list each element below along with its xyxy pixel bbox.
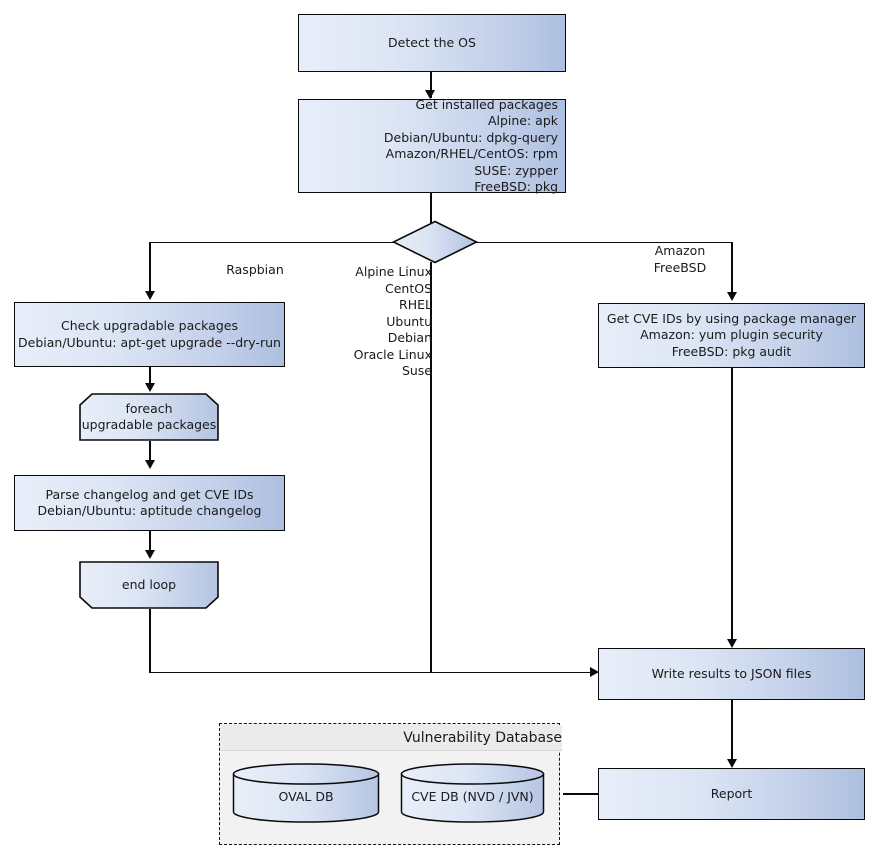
edge-label-raspbian: Raspbian xyxy=(226,262,284,277)
edge-packages-to-decision xyxy=(430,193,432,223)
foreach-shape xyxy=(79,393,219,441)
node-cve-db[interactable]: CVE DB (NVD / JVN) xyxy=(400,763,545,823)
node-report-label: Report xyxy=(710,785,753,801)
edge-foreach-to-parse xyxy=(149,441,151,463)
group-vulnerability-database-header: Vulnerability Database xyxy=(221,725,562,751)
node-os-decision[interactable] xyxy=(391,220,479,264)
node-oval-db[interactable]: OVAL DB xyxy=(232,763,380,823)
edge-parse-to-endloop xyxy=(149,531,151,553)
cve-db-shape xyxy=(400,763,545,823)
node-end-loop-label: end loop xyxy=(121,576,177,592)
edge-endloop-to-write-horizontal xyxy=(149,671,600,674)
edge-decision-left-vertical xyxy=(149,241,151,294)
edge-getcve-to-write xyxy=(731,368,733,642)
edge-decision-right-vertical xyxy=(731,241,733,295)
edge-write-to-report xyxy=(731,700,733,762)
node-write-results[interactable]: Write results to JSON files xyxy=(598,648,865,700)
arrowhead-decision-to-get-cve xyxy=(726,292,737,301)
edge-label-middle-os-list: Alpine Linux CentOS RHEL Ubuntu Debian O… xyxy=(353,264,432,378)
edge-decision-middle-vertical xyxy=(430,262,432,673)
node-cve-db-label: CVE DB (NVD / JVN) xyxy=(411,788,534,804)
node-get-cve-ids[interactable]: Get CVE IDs by using package manager Ama… xyxy=(598,303,865,368)
edge-detect-to-packages xyxy=(430,72,432,98)
end-loop-shape xyxy=(79,561,219,609)
arrowhead-parse-to-endloop xyxy=(144,550,155,559)
arrowhead-check-to-foreach xyxy=(144,383,155,392)
group-vulnerability-database-title: Vulnerability Database xyxy=(403,729,562,746)
edge-check-to-foreach xyxy=(149,367,151,386)
node-check-upgradable-packages[interactable]: Check upgradable packages Debian/Ubuntu:… xyxy=(14,302,285,367)
node-get-cve-ids-label: Get CVE IDs by using package manager Ama… xyxy=(606,310,857,359)
node-check-upgradable-packages-label: Check upgradable packages Debian/Ubuntu:… xyxy=(18,318,281,350)
arrowhead-decision-to-check-upgradable xyxy=(144,291,155,300)
node-write-results-label: Write results to JSON files xyxy=(651,665,812,681)
arrowhead-write-to-report xyxy=(726,759,737,768)
edge-vulndb-to-report xyxy=(563,793,599,795)
edge-endloop-down xyxy=(149,609,151,673)
edge-decision-right-horizontal xyxy=(476,241,733,244)
node-get-installed-packages-label: Get installed packages Alpine: apk Debia… xyxy=(383,96,558,195)
node-detect-os[interactable]: Detect the OS xyxy=(298,14,566,72)
node-end-loop[interactable]: end loop xyxy=(79,561,219,609)
diamond-shape xyxy=(391,220,479,264)
edge-decision-left-horizontal xyxy=(150,241,395,244)
arrowhead-merge-to-write-results xyxy=(590,666,599,677)
node-oval-db-label: OVAL DB xyxy=(278,788,334,804)
edge-label-amazon-freebsd: Amazon FreeBSD xyxy=(653,243,707,275)
node-foreach-loop[interactable]: foreach upgradable packages xyxy=(79,393,219,441)
node-report[interactable]: Report xyxy=(598,768,865,820)
node-parse-changelog[interactable]: Parse changelog and get CVE IDs Debian/U… xyxy=(14,475,285,531)
arrowhead-detect-to-packages xyxy=(425,90,436,99)
node-foreach-loop-label: foreach upgradable packages xyxy=(81,400,217,433)
oval-db-shape xyxy=(232,763,380,823)
node-detect-os-label: Detect the OS xyxy=(388,34,476,50)
node-parse-changelog-label: Parse changelog and get CVE IDs Debian/U… xyxy=(37,486,262,519)
node-get-installed-packages[interactable]: Get installed packages Alpine: apk Debia… xyxy=(298,96,566,195)
arrowhead-getcve-to-write xyxy=(726,639,737,648)
arrowhead-foreach-to-parse xyxy=(144,460,155,469)
